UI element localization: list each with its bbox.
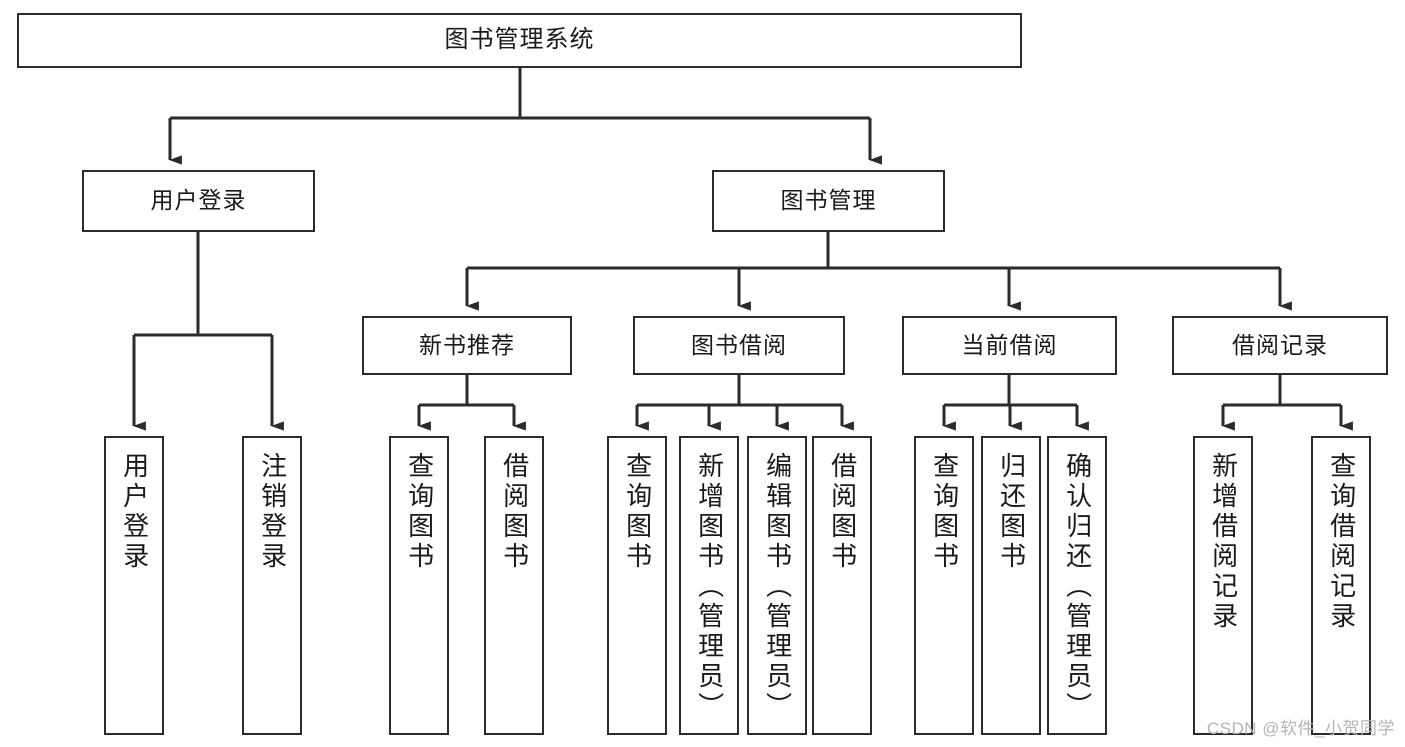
node-leaf-add-record[interactable]: 新增借阅记录 <box>1193 436 1253 735</box>
node-leaf-borrow-book-2[interactable]: 借阅图书 <box>812 436 872 735</box>
node-leaf-borrow-book-1[interactable]: 借阅图书 <box>484 436 544 735</box>
node-leaf-borrow-book-1-label: 借阅图书 <box>499 452 530 572</box>
node-leaf-return-book-label: 归还图书 <box>996 452 1027 572</box>
node-borrow-record-label: 借阅记录 <box>1232 331 1328 358</box>
node-user-login-label: 用户登录 <box>150 187 247 214</box>
node-leaf-query-book-1[interactable]: 查询图书 <box>389 436 449 735</box>
node-book-borrow-label: 图书借阅 <box>691 331 787 358</box>
node-borrow-record[interactable]: 借阅记录 <box>1172 316 1388 375</box>
node-leaf-query-record[interactable]: 查询借阅记录 <box>1311 436 1371 735</box>
node-leaf-add-record-label: 新增借阅记录 <box>1208 452 1239 632</box>
node-leaf-add-book[interactable]: 新增图书（管理员） <box>679 436 739 735</box>
node-leaf-query-book-2-label: 查询图书 <box>622 452 653 572</box>
node-leaf-edit-book-label: 编辑图书（管理员） <box>762 452 793 722</box>
node-new-book-rec[interactable]: 新书推荐 <box>362 316 572 375</box>
node-current-borrow[interactable]: 当前借阅 <box>902 316 1117 375</box>
node-leaf-query-book-3[interactable]: 查询图书 <box>914 436 974 735</box>
node-leaf-user-logout[interactable]: 注销登录 <box>242 436 302 735</box>
node-leaf-user-login[interactable]: 用户登录 <box>104 436 164 735</box>
node-leaf-edit-book[interactable]: 编辑图书（管理员） <box>747 436 807 735</box>
node-book-borrow[interactable]: 图书借阅 <box>633 316 845 375</box>
node-leaf-borrow-book-2-label: 借阅图书 <box>827 452 858 572</box>
node-root-label: 图书管理系统 <box>444 26 595 54</box>
node-leaf-query-book-1-label: 查询图书 <box>404 452 435 572</box>
node-leaf-confirm-return[interactable]: 确认归还（管理员） <box>1047 436 1107 735</box>
node-current-borrow-label: 当前借阅 <box>961 331 1058 358</box>
node-leaf-query-record-label: 查询借阅记录 <box>1326 452 1357 632</box>
node-leaf-confirm-return-label: 确认归还（管理员） <box>1062 452 1093 722</box>
node-leaf-query-book-3-label: 查询图书 <box>929 452 960 572</box>
node-user-login[interactable]: 用户登录 <box>82 170 315 232</box>
node-root[interactable]: 图书管理系统 <box>17 13 1022 68</box>
node-leaf-user-login-label: 用户登录 <box>119 452 150 572</box>
node-leaf-return-book[interactable]: 归还图书 <box>981 436 1041 735</box>
watermark-text: CSDN @软件_小贺同学 <box>1206 719 1395 738</box>
node-leaf-add-book-label: 新增图书（管理员） <box>694 452 725 722</box>
node-book-manage[interactable]: 图书管理 <box>712 170 945 232</box>
node-leaf-query-book-2[interactable]: 查询图书 <box>607 436 667 735</box>
node-book-manage-label: 图书管理 <box>780 187 877 214</box>
node-new-book-rec-label: 新书推荐 <box>419 331 515 358</box>
node-leaf-user-logout-label: 注销登录 <box>257 452 288 572</box>
